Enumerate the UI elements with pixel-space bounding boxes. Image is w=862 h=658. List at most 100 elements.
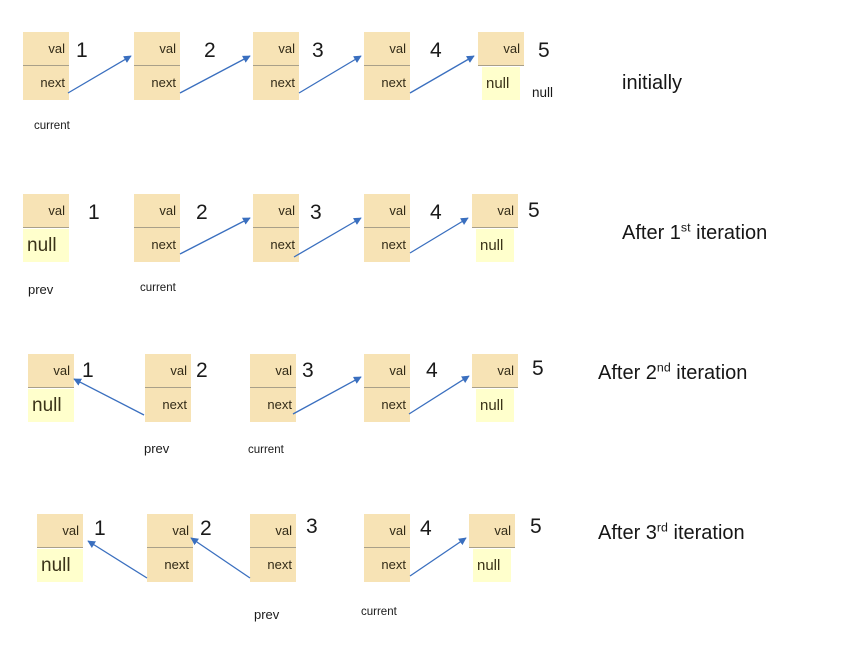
node-number: 5 (538, 39, 550, 62)
next-arrow (298, 55, 362, 94)
node-next-cell: next (23, 66, 69, 100)
node-val-cell: val (478, 32, 524, 66)
node-number: 2 (200, 517, 212, 540)
node-null-cell: null (473, 549, 511, 582)
tail-null-text: null (532, 85, 554, 100)
caption-ordinal: rd (656, 520, 668, 535)
list-node-tail: val null (478, 32, 524, 100)
node-null-cell: null (476, 229, 514, 262)
node-number: 5 (528, 199, 540, 222)
node-number: 3 (302, 359, 314, 382)
node-next-cell: next (253, 66, 299, 100)
list-node: val next (147, 514, 193, 582)
caption-suffix: iteration (670, 362, 748, 384)
node-next-cell: next (250, 388, 296, 422)
next-arrow (293, 217, 362, 258)
node-number: 4 (430, 39, 442, 62)
list-node: val next (253, 194, 299, 262)
node-null-cell: null (23, 229, 69, 262)
next-arrow (292, 376, 362, 415)
prev-arrow (190, 537, 251, 579)
node-val-cell: val (250, 354, 296, 388)
node-number: 2 (204, 39, 216, 62)
list-node-tail: val null (469, 514, 515, 582)
node-next-cell: next (134, 66, 180, 100)
node-null-cell: null (28, 389, 74, 422)
node-number: 1 (82, 359, 94, 382)
node-val-cell: val (364, 194, 410, 228)
node-number: 4 (420, 517, 432, 540)
node-val-cell: val (472, 194, 518, 228)
node-val-cell: val (469, 514, 515, 548)
list-node: val null (28, 354, 74, 422)
arrow-group-row-2 (179, 217, 469, 258)
list-node: val next (364, 514, 410, 582)
node-number: 3 (310, 201, 322, 224)
node-next-cell: next (145, 388, 191, 422)
next-arrow (179, 217, 251, 255)
row-caption: initially (622, 72, 682, 95)
caption-prefix: After 3 (598, 522, 657, 544)
node-next-cell: next (134, 228, 180, 262)
next-arrow (409, 537, 467, 577)
node-number: 1 (88, 201, 100, 224)
pointer-label-prev: prev (28, 282, 54, 297)
node-number: 3 (306, 515, 318, 538)
node-null-cell: null (482, 67, 520, 100)
list-node: val next (250, 354, 296, 422)
node-val-cell: val (23, 194, 69, 228)
node-next-cell: next (147, 548, 193, 582)
pointer-label-prev: prev (254, 607, 280, 622)
node-number: 3 (312, 39, 324, 62)
node-number: 5 (530, 515, 542, 538)
caption-ordinal: nd (656, 360, 671, 375)
pointer-label-current: current (34, 120, 70, 132)
caption-prefix: initially (622, 72, 683, 94)
node-next-cell: next (364, 548, 410, 582)
node-number: 2 (196, 201, 208, 224)
node-val-cell: val (364, 32, 410, 66)
row-caption: After 2nd iteration (598, 360, 748, 385)
pointer-label-prev: prev (144, 441, 170, 456)
node-number: 4 (430, 201, 442, 224)
node-val-cell: val (250, 514, 296, 548)
node-val-cell: val (23, 32, 69, 66)
node-val-cell: val (134, 194, 180, 228)
node-next-cell: next (253, 228, 299, 262)
list-node-tail: val null (472, 354, 518, 422)
node-number: 2 (196, 359, 208, 382)
node-val-cell: val (253, 32, 299, 66)
caption-prefix: After 2 (598, 362, 657, 384)
node-null-cell: null (37, 549, 83, 582)
prev-arrow (87, 540, 148, 579)
list-node: val next (134, 32, 180, 100)
next-arrow (408, 375, 470, 415)
node-val-cell: val (253, 194, 299, 228)
list-node-tail: val null (472, 194, 518, 262)
node-number: 5 (532, 357, 544, 380)
list-node: val next (364, 354, 410, 422)
pointer-label-current: current (248, 444, 284, 456)
node-null-cell: null (476, 389, 514, 422)
next-arrow (409, 55, 475, 94)
node-val-cell: val (147, 514, 193, 548)
list-node: val next (364, 32, 410, 100)
row-caption: After 3rd iteration (598, 520, 745, 545)
pointer-label-current: current (361, 606, 397, 618)
list-node: val next (23, 32, 69, 100)
node-number: 1 (76, 39, 88, 62)
list-node: val null (23, 194, 69, 262)
list-node: val null (37, 514, 83, 582)
list-node: val next (134, 194, 180, 262)
node-next-cell: next (364, 388, 410, 422)
node-val-cell: val (472, 354, 518, 388)
caption-prefix: After 1 (622, 222, 681, 244)
caption-suffix: iteration (690, 222, 768, 244)
list-node: val next (250, 514, 296, 582)
node-val-cell: val (364, 354, 410, 388)
list-node: val next (364, 194, 410, 262)
node-next-cell: next (364, 66, 410, 100)
node-val-cell: val (145, 354, 191, 388)
